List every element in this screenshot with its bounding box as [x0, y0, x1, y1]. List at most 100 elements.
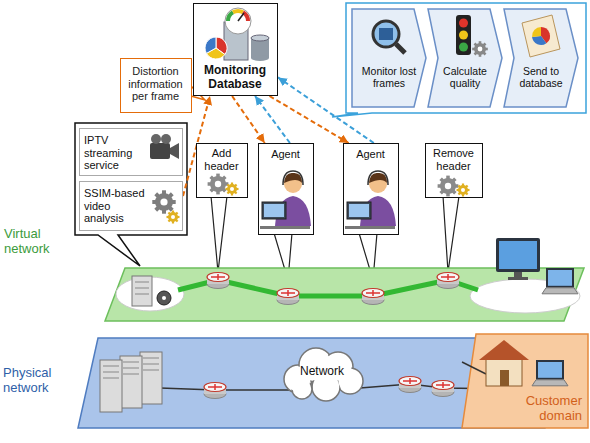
desk: [260, 226, 310, 229]
gear-hole: [461, 188, 465, 192]
dashed-arrow: [255, 96, 290, 143]
gear-icon: [152, 190, 175, 213]
laptop-screen: [546, 268, 574, 288]
server-callout: [75, 123, 187, 266]
node-label: IPTV streaming service: [84, 134, 148, 172]
pie-icon: [205, 37, 227, 59]
router-top: [399, 377, 421, 386]
agent-headset: [368, 171, 388, 185]
agent-box: Agent: [343, 143, 399, 235]
gear-hole: [230, 187, 234, 191]
router-icon: [277, 289, 299, 305]
node-label: Agent: [259, 148, 312, 161]
film-frame: [379, 28, 393, 40]
node-label: Calculate quality: [437, 65, 493, 89]
cloud-fill: [314, 375, 339, 400]
database-bottom: [251, 55, 269, 61]
service-box: IPTV streaming service: [79, 128, 183, 176]
paper-sheet: [522, 15, 560, 57]
analysis-box: SSIM-based video analysis: [79, 181, 183, 231]
camera-reel: [151, 134, 161, 144]
gear-hole: [478, 47, 483, 52]
agent-icon: [345, 171, 396, 229]
server-body: [132, 276, 152, 306]
callout-tail: [211, 196, 227, 272]
desk: [345, 226, 395, 229]
router-top: [432, 381, 454, 390]
gauge-needle: [238, 13, 244, 21]
laptop-display: [548, 270, 572, 286]
light-red: [459, 19, 468, 28]
database-box: Monitoring Database: [193, 3, 278, 96]
node-outline: [428, 9, 502, 107]
server-icon: [132, 276, 152, 306]
step-chevron: Monitor lost frames: [352, 9, 426, 107]
router-icon: [399, 377, 421, 393]
gear-body: [227, 184, 237, 194]
pie-icon: [532, 27, 550, 45]
node-label: Agent: [344, 148, 397, 161]
router-icon: [437, 273, 459, 289]
gear-hole: [171, 215, 175, 219]
router-icon: [204, 383, 226, 399]
node-label: SSIM-based video analysis: [84, 187, 148, 225]
gear-body: [458, 185, 468, 195]
server-icon: [140, 352, 162, 404]
customer-domain: Customer domain: [462, 328, 588, 430]
desk-monitor: [262, 202, 286, 219]
light-green: [459, 43, 468, 52]
band-shape: [105, 268, 584, 321]
pie-slice: [205, 37, 216, 53]
gear-body: [440, 178, 456, 194]
camera-reel: [161, 134, 171, 144]
gauge-icon: [225, 8, 251, 34]
gear-hole: [160, 198, 167, 205]
laptop-icon: [532, 360, 568, 386]
gear-body: [210, 176, 226, 192]
step-chevron: Calculate quality: [428, 9, 502, 107]
router-arrows: [366, 290, 380, 296]
house-roof: [479, 340, 529, 360]
node-label: Monitoring Database: [194, 64, 276, 92]
gear-hole: [445, 183, 451, 189]
gear-body: [155, 193, 173, 211]
dashed-arrow: [270, 96, 349, 143]
gear-icon: [167, 211, 180, 224]
domain-shape: [462, 334, 588, 428]
server-slot: [143, 364, 159, 365]
server-slot: [135, 294, 149, 295]
node-outline: [0, 224, 586, 324]
light-yellow: [459, 31, 468, 40]
cloud-fill: [294, 381, 311, 398]
router-icon: [432, 381, 454, 397]
gear-icon: [472, 41, 488, 57]
node-label: Network: [278, 365, 366, 379]
desk-monitor-screen: [264, 204, 284, 217]
access-link: [462, 362, 486, 374]
step-chevron: Send to database: [504, 9, 578, 107]
agent-box: Agent: [258, 143, 314, 235]
gear-icon: [438, 176, 459, 197]
callout-outline: [332, 3, 586, 117]
gauge-band: [242, 11, 250, 21]
gauge-band: [226, 11, 234, 21]
desk-monitor: [347, 202, 371, 219]
server-slot: [143, 358, 159, 359]
router-top: [362, 289, 384, 298]
gear-body: [474, 43, 486, 55]
chevron-shape: [428, 9, 502, 107]
node-label: Add header: [198, 147, 245, 172]
server-icon: [100, 360, 122, 412]
camera-body: [150, 143, 170, 159]
camera-lens: [170, 143, 179, 159]
desk-monitor-screen: [349, 204, 369, 217]
laptop-base: [542, 288, 578, 294]
laptop-icon: [542, 268, 578, 294]
agent-hair: [369, 173, 387, 183]
agent-headset: [283, 171, 303, 185]
node-label: Monitor lost frames: [361, 65, 417, 89]
magnifier-lens: [373, 21, 399, 47]
router-top: [204, 383, 226, 392]
server-slot: [123, 362, 139, 363]
